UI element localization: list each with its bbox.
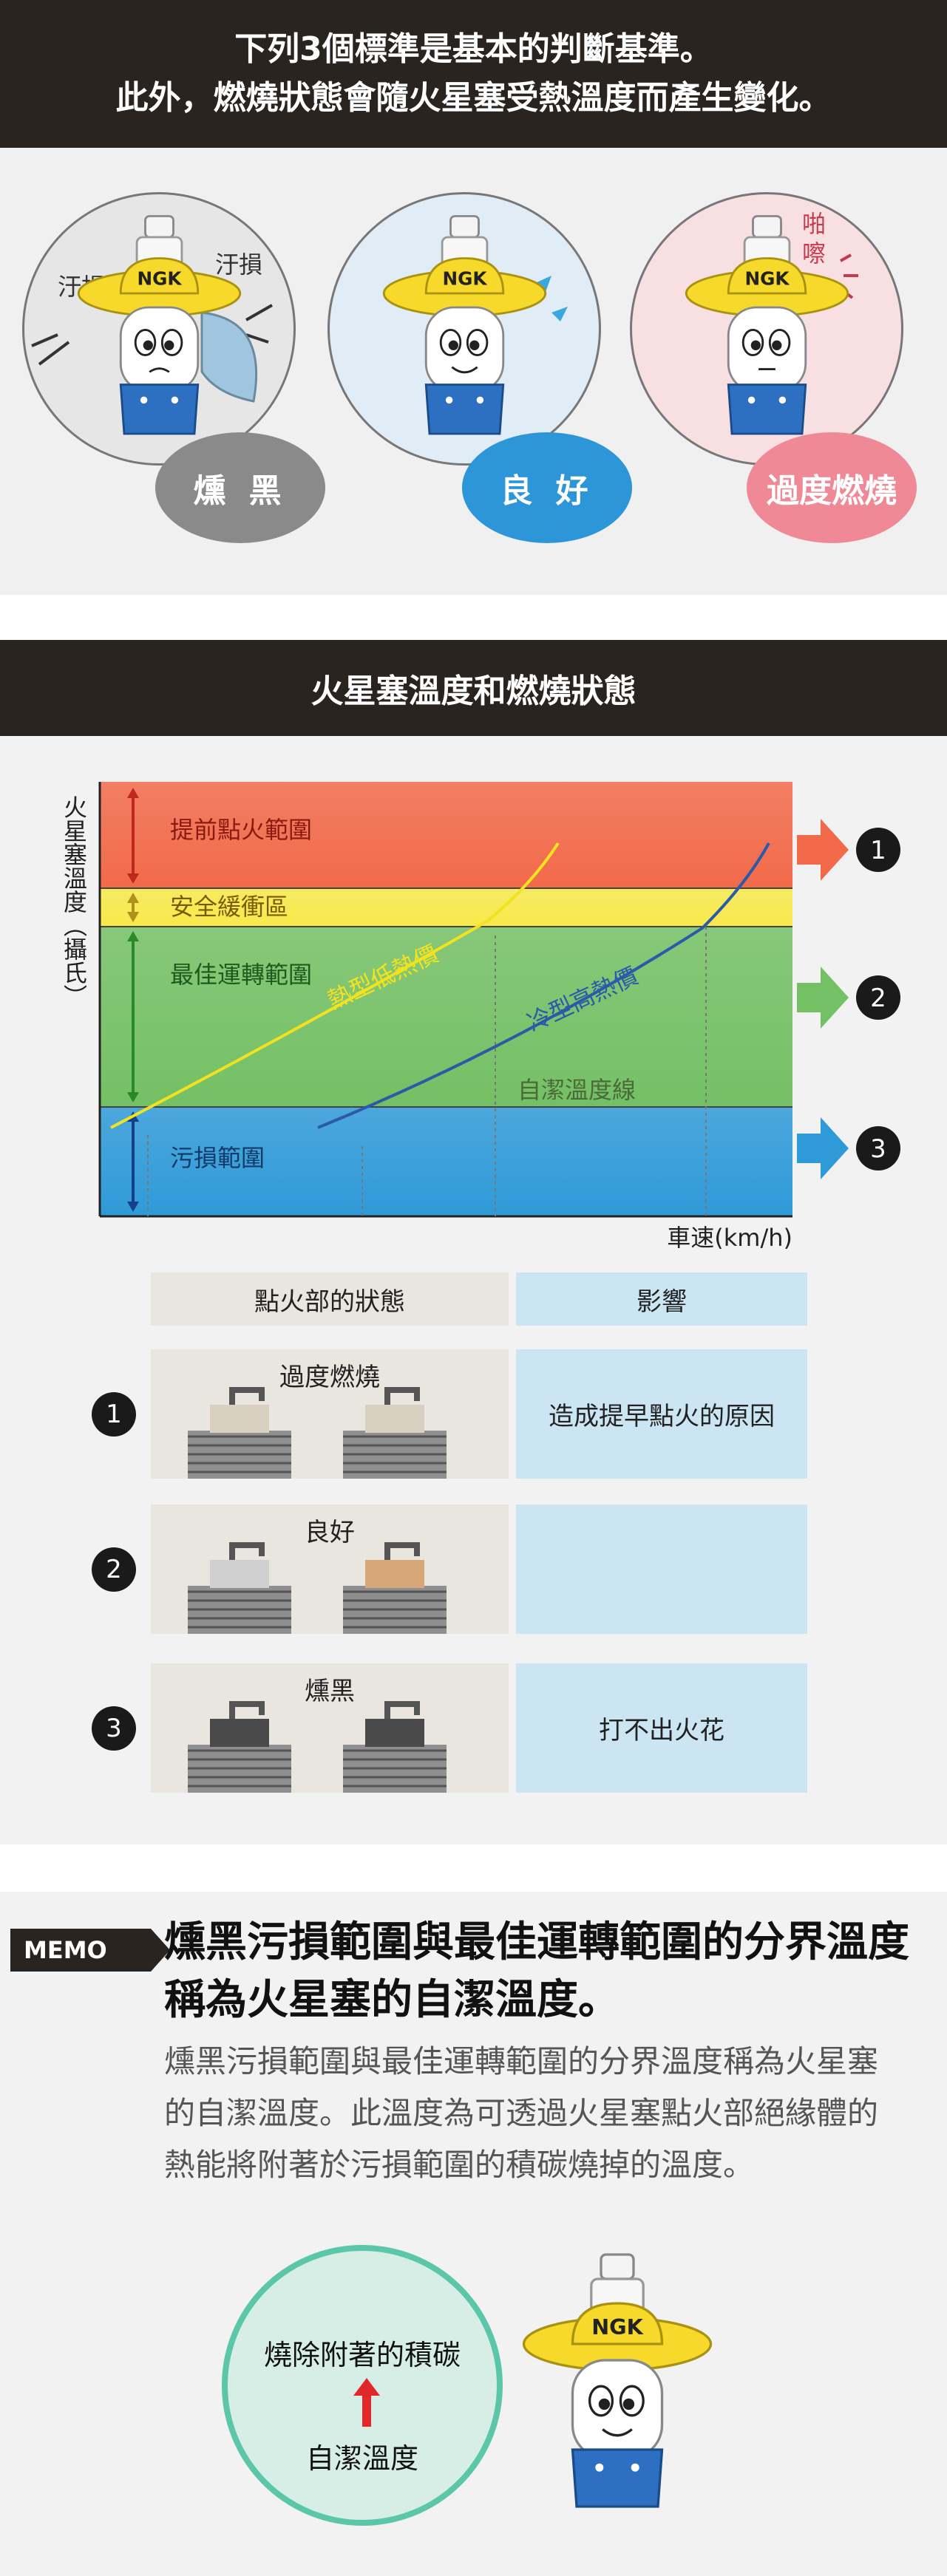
mascot-circle-good: NGK	[327, 192, 601, 466]
table-header-effect: 影響	[516, 1272, 807, 1326]
badge-overheated: 過度燃燒	[747, 432, 917, 543]
svg-text:NGK: NGK	[137, 268, 182, 290]
band-label-3: 污損範圍	[170, 1144, 265, 1172]
memo-mascot-icon: NGK	[522, 2253, 713, 2508]
spark-plug-photo	[188, 1542, 447, 1634]
series-line-0	[110, 842, 560, 1129]
row-state-cell: 燻黑	[151, 1663, 509, 1793]
table-header-state: 點火部的狀態	[151, 1272, 509, 1326]
fouled-note-right: 汙損	[215, 251, 263, 279]
chart-marker-2: 2	[870, 984, 886, 1013]
top-banner-line2: 此外，燃燒狀態會隨火星塞受熱溫度而產生變化。	[115, 79, 832, 117]
svg-text:NGK: NGK	[442, 268, 487, 290]
band-label-2: 最佳運轉範圍	[170, 961, 312, 989]
temperature-chart: 提前點火範圍安全緩衝區最佳運轉範圍污損範圍自潔溫度線熱型低熱價冷型高熱價火星塞溫…	[60, 782, 900, 1252]
mascot-overheated-icon: NGK	[685, 215, 858, 435]
chart-title: 火星塞溫度和燃燒狀態	[310, 672, 637, 710]
row-number-1: 1	[92, 1391, 136, 1437]
row-state-caption: 良好	[305, 1518, 355, 1547]
mascot-fouled-icon: NGK	[31, 215, 273, 435]
badge-good: 良 好	[462, 432, 632, 543]
row-number-3: 3	[92, 1706, 136, 1751]
spark-plug-photo	[188, 1701, 447, 1793]
memo-section: MEMO 燻黑污損範圍與最佳運轉範圍的分界溫度稱為火星塞的自潔溫度。 燻黑污損範…	[0, 1892, 947, 2576]
y-axis-label: 火星塞溫度（攝氏）	[60, 795, 88, 1008]
row-state-caption: 燻黑	[305, 1677, 355, 1706]
row-effect-cell: 打不出火花	[516, 1663, 807, 1793]
svg-text:NGK: NGK	[744, 268, 790, 290]
band-3	[100, 1107, 792, 1216]
self-cleaning-line-label: 自潔溫度線	[517, 1076, 636, 1104]
top-banner: 下列3個標準是基本的判斷基準。 此外，燃燒狀態會隨火星塞受熱溫度而產生變化。	[0, 0, 947, 148]
svg-text:NGK: NGK	[591, 2314, 644, 2340]
memo-body: 燻黑污損範圍與最佳運轉範圍的分界溫度稱為火星塞的自潔溫度。此溫度為可透過火星塞點…	[164, 2043, 879, 2183]
up-arrow-icon	[353, 2378, 380, 2427]
mascot-section: 汙損 汙損 NGK 燻 黑 NGK 良 好 啪嚓 NGK 過度燃燒	[0, 148, 947, 595]
spark-plug-photo	[188, 1387, 447, 1479]
mascot-circle-overheated: 啪嚓 NGK	[630, 192, 903, 466]
memo-circle-top-text: 燒除附著的積碳	[263, 2339, 461, 2371]
chart-marker-1: 1	[870, 836, 886, 865]
self-cleaning-circle: 燒除附著的積碳 自潔溫度	[222, 2245, 503, 2526]
row-state-cell: 過度燃燒	[151, 1349, 509, 1479]
series-line-1	[317, 842, 770, 1129]
top-banner-line1: 下列3個標準是基本的判斷基準。	[234, 30, 713, 68]
chart-marker-3: 3	[870, 1134, 886, 1164]
memo-circle-bottom-text: 自潔溫度	[305, 2442, 418, 2475]
badge-fouled: 燻 黑	[155, 432, 325, 543]
mascot-circle-fouled: 汙損 汙損 NGK	[22, 192, 296, 466]
memo-tag: MEMO	[10, 1929, 170, 1972]
chart-section: 提前點火範圍安全緩衝區最佳運轉範圍污損範圍自潔溫度線熱型低熱價冷型高熱價火星塞溫…	[0, 736, 947, 1844]
band-2	[100, 927, 792, 1107]
band-label-1: 安全緩衝區	[170, 893, 288, 921]
row-effect-cell: 造成提早點火的原因	[516, 1349, 807, 1479]
band-label-0: 提前點火範圍	[170, 816, 312, 844]
row-number-2: 2	[92, 1547, 136, 1592]
x-axis-label: 車速(km/h)	[667, 1224, 792, 1252]
mascot-good-icon: NGK	[382, 215, 568, 435]
row-effect-cell	[516, 1505, 807, 1634]
overheated-note: 啪嚓	[802, 210, 826, 268]
band-1	[100, 888, 792, 927]
memo-title: 燻黑污損範圍與最佳運轉範圍的分界溫度稱為火星塞的自潔溫度。	[164, 1918, 909, 2024]
row-state-caption: 過度燃燒	[279, 1363, 380, 1392]
row-state-cell: 良好	[151, 1505, 509, 1634]
chart-banner: 火星塞溫度和燃燒狀態	[0, 640, 947, 736]
band-0	[100, 782, 792, 888]
